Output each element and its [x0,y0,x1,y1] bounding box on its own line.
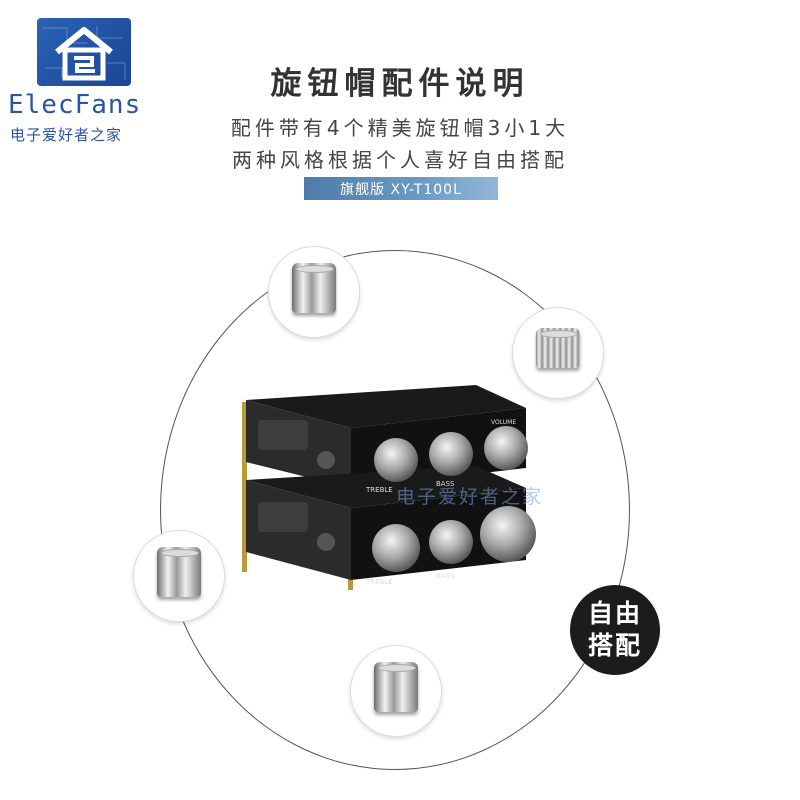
top-board-surface [246,385,526,428]
page-title: 旋钮帽配件说明 [270,66,530,102]
knob-label-bass: BASS [436,572,455,580]
capacitor [317,533,335,551]
knob-label-treble: TREBLE [365,578,393,586]
description-line-2: 两种风格根据个人喜好自由搭配 [232,148,568,172]
knob-label-bass: BASS [436,480,455,488]
house-logo-icon [42,26,126,81]
top-treble-knob [374,438,418,482]
standoff [242,402,247,572]
knob-label-treble: TREBLE [365,486,393,494]
free-match-line-1: 自由 [587,599,642,628]
watermark: 电子爱好者之家 [396,486,544,508]
knob-cap-icon [374,662,418,712]
description-line-1: 配件带有4个精美旋钮帽3小1大 [230,116,570,140]
knob-cap-icon [536,328,580,368]
bottom-treble-knob [372,524,420,572]
knob-cap-small-1 [268,246,360,338]
amplifier-board-illustration: TREBLE BASS VOLUME TREBLE BASS [242,385,536,590]
logo-badge [37,18,131,86]
component [258,502,308,532]
logo-name: ElecFans [8,90,142,120]
bottom-volume-knob [480,506,536,562]
logo-subtitle: 电子爱好者之家 [10,126,123,144]
knob-cap-small-2 [133,530,225,622]
component [258,420,308,450]
capacitor [317,451,335,469]
model-badge: 旗舰版 XY-T100L [304,177,498,200]
knob-cap-icon [157,547,201,597]
free-match-badge: 自由 搭配 [570,585,660,675]
bottom-bass-knob [429,520,473,564]
bottom-board-surface [246,466,526,508]
knob-cap-large [512,307,604,399]
free-match-line-2: 搭配 [587,631,642,660]
top-volume-knob [484,426,528,470]
knob-cap-small-3 [350,645,442,737]
top-bass-knob [429,432,473,476]
orbit-ring [160,250,630,770]
knob-label-volume: VOLUME [491,419,516,426]
knob-cap-icon [292,263,336,313]
